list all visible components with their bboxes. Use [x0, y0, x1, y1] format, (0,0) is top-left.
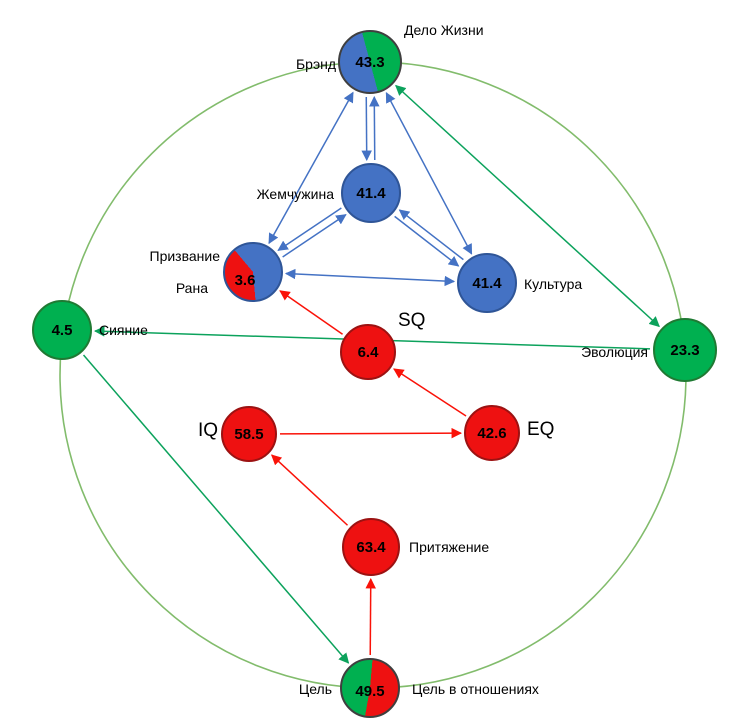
edge-zhemchuzhina-prizvanie-rana: [277, 207, 342, 251]
label-sq: SQ: [398, 310, 426, 331]
label-zhemchuzhina: Жемчужина: [256, 186, 334, 202]
label-rana: Рана: [175, 280, 208, 296]
edge-tsel-prityazhenie: [365, 577, 376, 656]
edge-siyanie-tsel: [82, 354, 350, 664]
node-value-siyanie: 4.5: [51, 321, 73, 339]
edge-sq-prizvanie-rana: [279, 290, 343, 335]
node-value-zhemchuzhina: 41.4: [356, 184, 386, 202]
label-tsel: Цель: [298, 681, 332, 697]
node-tsel: 49.5: [340, 658, 400, 718]
label-delo-zhizni: Дело Жизни: [404, 22, 484, 38]
node-value-kultura: 41.4: [472, 274, 502, 292]
edge-iq-eq: [279, 427, 463, 439]
node-value-delo-zhizni: 43.3: [355, 53, 385, 71]
node-siyanie: 4.5: [32, 300, 92, 360]
edge-prizvanie-rana-zhemchuzhina: [282, 214, 347, 258]
label-eq: EQ: [527, 419, 555, 440]
label-brend: Брэнд: [295, 56, 336, 72]
edge-zhemchuzhina-kultura: [394, 215, 460, 267]
node-value-prityazhenie: 63.4: [356, 538, 386, 556]
node-value-eq: 42.6: [477, 424, 507, 442]
node-evolyuciya: 23.3: [653, 318, 717, 382]
edge-eq-sq: [393, 368, 467, 417]
label-tsel-v-otnosheniyah: Цель в отношениях: [412, 681, 539, 697]
node-eq: 42.6: [464, 405, 520, 461]
edge-kultura-zhemchuzhina: [398, 209, 464, 261]
node-value-sq: 6.4: [357, 343, 379, 361]
label-prizvanie: Призвание: [149, 248, 221, 264]
node-value-iq: 58.5: [234, 425, 264, 443]
edge-prizvanie-rana-kultura: [284, 268, 456, 287]
node-value-prizvanie-rana: 3.6: [234, 271, 256, 289]
node-value-tsel: 49.5: [355, 682, 385, 700]
edge-prityazhenie-iq: [270, 454, 349, 526]
node-delo-zhizni: 43.3: [338, 30, 402, 94]
label-evolyuciya: Эволюция: [581, 344, 648, 360]
edge-delo-zhizni-kultura: [385, 92, 473, 255]
node-zhemchuzhina: 41.4: [341, 163, 401, 223]
node-iq: 58.5: [221, 406, 277, 462]
label-kultura: Культура: [524, 276, 583, 292]
node-prizvanie-rana: 3.6: [223, 242, 283, 302]
edge-delo-zhizni-prizvanie-rana: [268, 91, 354, 245]
label-iq: IQ: [197, 420, 218, 441]
edge-delo-zhizni-evolyuciya: [395, 84, 660, 328]
label-siyanie: Сияние: [99, 322, 148, 338]
node-sq: 6.4: [340, 324, 396, 380]
node-value-evolyuciya: 23.3: [670, 341, 700, 359]
label-prityazhenie: Притяжение: [409, 539, 490, 555]
node-kultura: 41.4: [457, 253, 517, 313]
node-prityazhenie: 63.4: [342, 518, 400, 576]
